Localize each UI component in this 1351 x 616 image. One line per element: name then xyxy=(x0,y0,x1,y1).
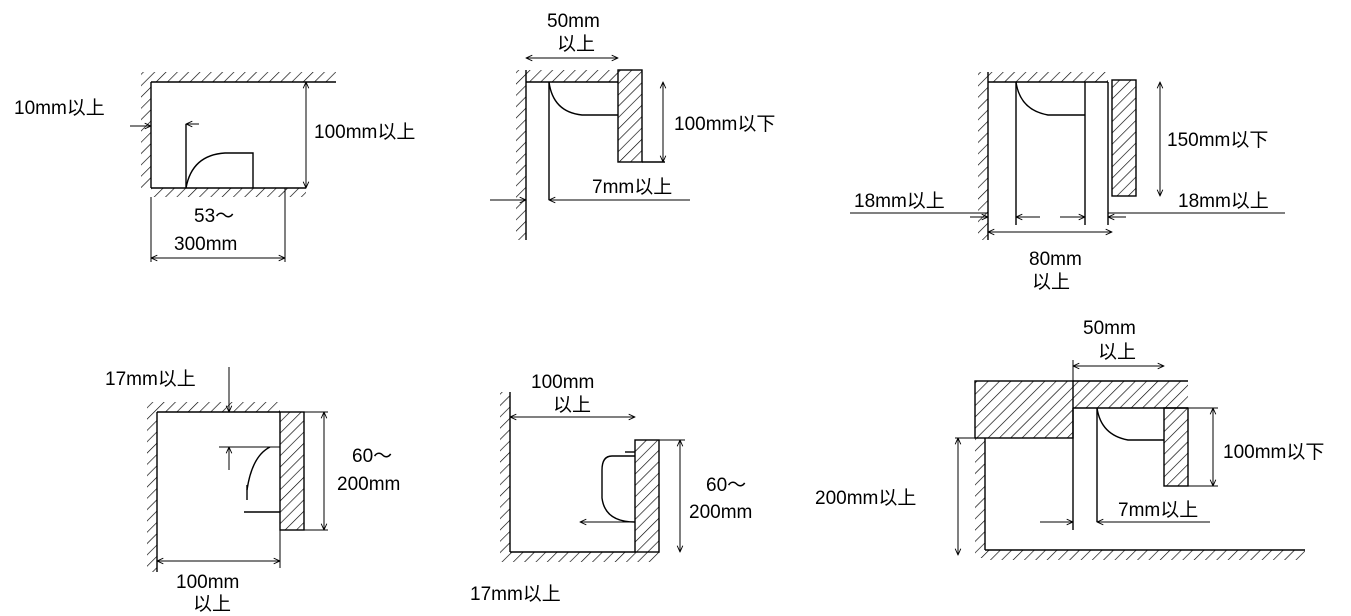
d5-height-1: 60～ xyxy=(706,475,746,496)
d5-bottom-gap-label: 17mm以上 xyxy=(470,583,561,605)
d6-gap-label: 7mm以上 xyxy=(1118,499,1198,521)
d1-left-gap-label: 10mm以上 xyxy=(14,97,105,119)
d4-height-1: 60～ xyxy=(352,446,392,467)
d6-top-width-1: 50mm xyxy=(1083,318,1136,339)
d3-height-label: 150mm以下 xyxy=(1167,130,1268,151)
d3-width-1: 80mm xyxy=(1029,249,1082,270)
d4-width-1: 100mm xyxy=(176,572,239,593)
diagram-6-beam-bulkhead: 50mm 以上 100mm以下 200mm以上 7mm以上 xyxy=(815,318,1324,560)
d3-left-gap-label: 18mm以上 xyxy=(854,190,945,212)
d2-gap-label: 7mm以上 xyxy=(592,176,672,198)
d1-width-label-1: 53～ xyxy=(194,206,234,227)
d5-width-2: 以上 xyxy=(553,394,591,416)
d4-top-gap-label: 17mm以上 xyxy=(105,368,196,390)
diagram-5-niche: 100mm 以上 60～ 200mm 17mm以上 xyxy=(470,372,752,605)
d2-top-width-2: 以上 xyxy=(557,33,595,55)
d4-height-2: 200mm xyxy=(337,474,400,495)
diagram-2-ceiling-beam: 50mm 以上 100mm以下 7mm以上 xyxy=(490,11,775,240)
d5-height-2: 200mm xyxy=(689,502,752,523)
d3-width-2: 以上 xyxy=(1032,271,1070,293)
d6-top-width-2: 以上 xyxy=(1098,341,1136,363)
d4-width-2: 以上 xyxy=(193,593,231,615)
diagram-4-side-wall: 17mm以上 60～ 200mm 100mm 以上 xyxy=(105,367,400,615)
d6-height-label: 100mm以下 xyxy=(1223,442,1324,463)
diagram-1-ceiling-recess: 10mm以上 100mm以上 53～ 300mm xyxy=(14,72,415,262)
d5-width-1: 100mm xyxy=(531,372,594,393)
d2-height-label: 100mm以下 xyxy=(674,114,775,135)
d1-width-label-2: 300mm xyxy=(174,234,237,255)
d6-left-height-label: 200mm以上 xyxy=(815,487,916,509)
diagram-3-wall-gaps: 150mm以下 18mm以上 18mm以上 80mm 以上 xyxy=(850,72,1285,293)
d3-right-gap-label: 18mm以上 xyxy=(1178,190,1269,212)
d2-top-width-1: 50mm xyxy=(547,11,600,32)
d1-height-label: 100mm以上 xyxy=(314,121,415,143)
